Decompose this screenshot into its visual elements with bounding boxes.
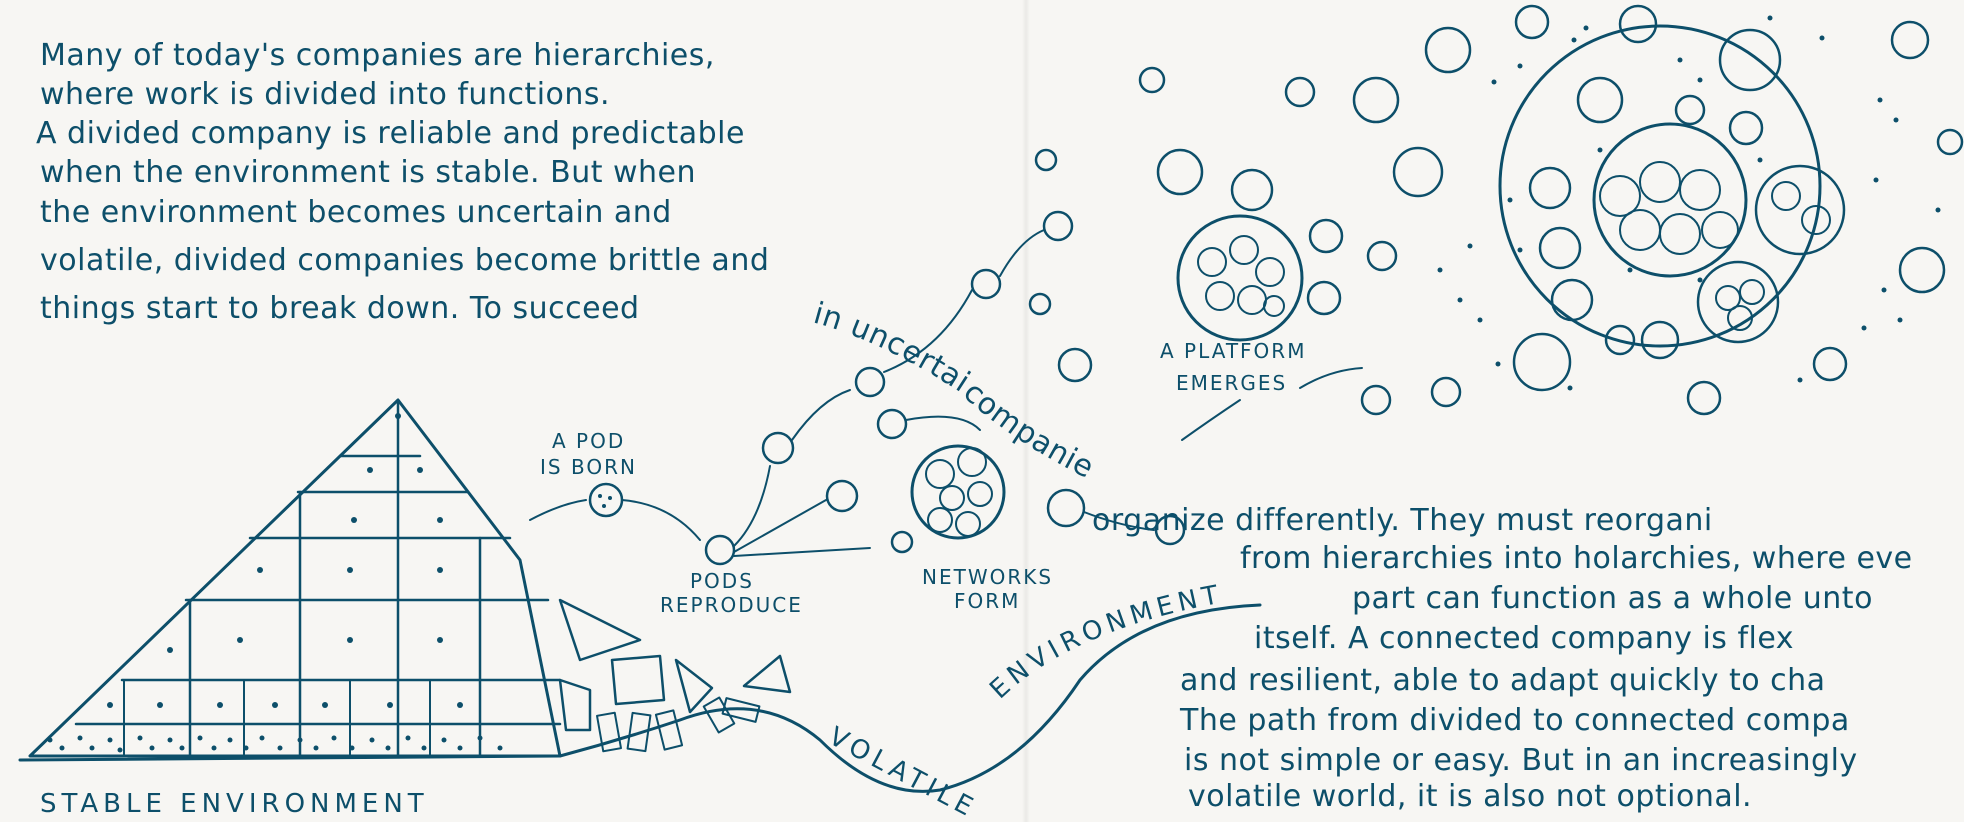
outro-line: The path from divided to connected compa — [1179, 703, 1850, 738]
ground-curve — [18, 603, 1262, 793]
outro-line: from hierarchies into holarchies, where … — [1240, 541, 1913, 576]
growth-arrow — [621, 499, 701, 541]
broken-piece — [742, 654, 792, 694]
pod-cell — [854, 366, 886, 398]
pod-cell — [825, 479, 859, 513]
broken-piece — [558, 598, 642, 662]
pod-born-label: IS BORN — [540, 455, 637, 479]
growth-arrow — [999, 229, 1045, 277]
broken-piece — [626, 711, 652, 753]
broken-piece — [702, 696, 736, 734]
outro-line: itself. A connected company is flex — [1254, 621, 1794, 656]
stable-environment-label: STABLE ENVIRONMENT — [40, 789, 429, 819]
pods-reproduce — [704, 148, 1074, 566]
growth-arrow — [1083, 511, 1155, 531]
outro-line: part can function as a whole unto — [1352, 581, 1873, 616]
pod-cell — [1042, 210, 1074, 242]
intro-line: volatile, divided companies become britt… — [40, 243, 769, 278]
outro-line: and resilient, able to adapt quickly to … — [1180, 663, 1826, 698]
intro-line: Many of today's companies are hierarchie… — [40, 38, 715, 73]
pod-cell — [1230, 168, 1274, 212]
outro-line: volatile world, it is also not optional. — [1188, 779, 1752, 814]
pod-cell — [1366, 240, 1398, 272]
pod-cell — [1034, 148, 1058, 172]
growth-arrow — [733, 465, 771, 547]
networks-form-label: NETWORKS — [922, 565, 1053, 589]
hierarchy-pyramid — [28, 398, 792, 758]
pod-cell — [1430, 376, 1462, 408]
platform-emerges-label: EMERGES — [1176, 371, 1287, 395]
outro-line: is not simple or easy. But in an increas… — [1184, 743, 1858, 778]
pod-cell — [1308, 218, 1344, 254]
holarchy-outer — [1498, 24, 1822, 348]
pod-cell — [1028, 292, 1052, 316]
pod-born-label: A POD — [552, 429, 625, 453]
pod-cell — [1156, 148, 1204, 196]
networks-form — [890, 399, 1241, 554]
growth-arrow — [733, 547, 871, 557]
outro-paragraph: organize differently. They must reorgani… — [1092, 503, 1913, 814]
pods-reproduce-label: REPRODUCE — [660, 593, 803, 617]
growth-arrow — [791, 389, 851, 441]
pyramid-outline — [28, 398, 562, 758]
holarchy-inner — [1592, 122, 1748, 278]
pod-cell — [1352, 76, 1400, 124]
pod-cell — [1057, 347, 1093, 383]
platform-cluster — [1057, 26, 1472, 416]
pod-cell — [1360, 384, 1392, 416]
outro-line: organize differently. They must reorgani — [1092, 503, 1713, 538]
pod-cell — [1138, 66, 1166, 94]
page-fold — [1022, 0, 1030, 822]
intro-line: when the environment is stable. But when — [40, 155, 696, 190]
pyramid-dots — [107, 413, 463, 708]
pod-cell — [890, 530, 914, 554]
growth-arrow — [1299, 367, 1363, 389]
intro-line: the environment becomes uncertain and — [40, 195, 672, 230]
volatile-label: VOLATILE — [824, 722, 982, 822]
platform-emerges-label: A PLATFORM — [1160, 339, 1306, 363]
intro-line: where work is divided into functions. — [40, 77, 610, 112]
broken-piece — [610, 654, 666, 706]
networks-form-label: FORM — [954, 589, 1020, 613]
broken-piece — [674, 658, 714, 714]
growth-arrow — [905, 415, 981, 431]
pod-cell — [1284, 76, 1316, 108]
growth-arrow — [1181, 399, 1241, 441]
pod-cell — [876, 408, 908, 440]
pod-cell — [704, 534, 736, 566]
broken-piece — [596, 711, 622, 753]
pyramid-base-dots — [47, 735, 503, 753]
pod-cell — [1306, 280, 1342, 316]
intro-line: things start to break down. To succeed — [40, 291, 640, 326]
holarchy-cluster — [1437, 4, 1964, 416]
pod-born — [529, 482, 701, 541]
ambient-dots — [1437, 15, 1941, 391]
pod-cell — [1424, 26, 1472, 74]
pod-cell — [588, 482, 624, 518]
pod-cell — [761, 431, 795, 465]
pod-cell — [1046, 488, 1086, 528]
growth-arrow — [883, 289, 973, 373]
intro-paragraph: Many of today's companies are hierarchie… — [36, 38, 769, 326]
growth-arrow — [529, 499, 587, 521]
platform-core — [1176, 214, 1304, 342]
pod-cell — [1392, 146, 1444, 198]
intro-line: A divided company is reliable and predic… — [36, 116, 745, 151]
growth-arrow — [733, 499, 827, 553]
broken-piece — [721, 697, 761, 723]
broken-piece — [654, 709, 684, 751]
pod-cell — [970, 268, 1002, 300]
broken-piece — [558, 678, 592, 732]
pods-reproduce-label: PODS — [690, 569, 754, 593]
network-cluster — [910, 444, 1006, 540]
pod-cell — [1154, 514, 1186, 546]
